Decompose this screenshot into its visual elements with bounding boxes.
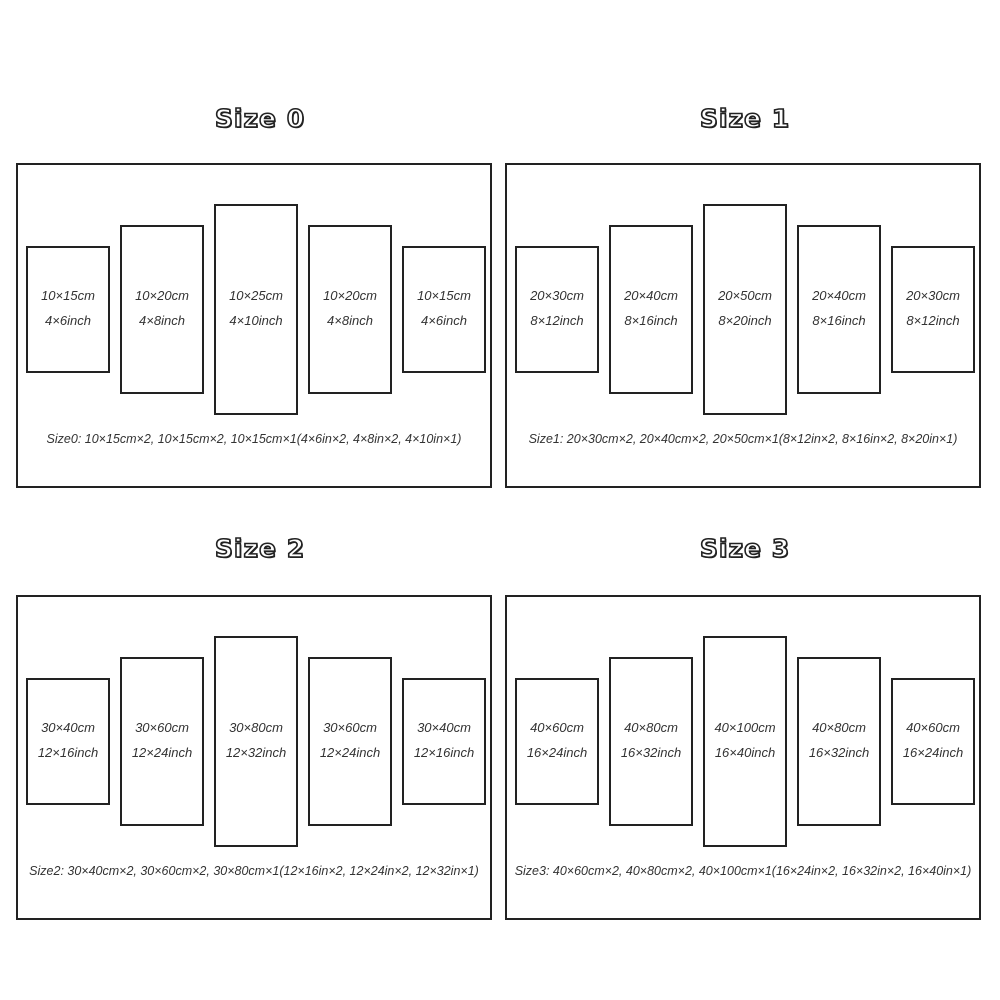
- size-0-panel-5: 10×15cm 4×6inch: [402, 246, 486, 373]
- panel-cm-label: 40×80cm: [812, 720, 866, 735]
- panel-cm-label: 30×60cm: [323, 720, 377, 735]
- size-2-panel-2: 30×60cm 12×24inch: [120, 657, 204, 826]
- panel-cm-label: 20×30cm: [906, 288, 960, 303]
- size-0-panel-4: 10×20cm 4×8inch: [308, 225, 392, 394]
- panel-inch-label: 4×6inch: [421, 313, 467, 328]
- size-1-panel-3: 20×50cm 8×20inch: [703, 204, 787, 415]
- size-3-panel-4: 40×80cm 16×32inch: [797, 657, 881, 826]
- size-1-panel-1: 20×30cm 8×12inch: [515, 246, 599, 373]
- panel-inch-label: 16×32inch: [808, 745, 870, 760]
- panel-inch-label: 16×32inch: [620, 745, 682, 760]
- size-0-box: 10×15cm 4×6inch 10×20cm 4×8inch 10×25cm …: [16, 163, 492, 488]
- panel-cm-label: 20×40cm: [624, 288, 678, 303]
- panel-inch-label: 12×16inch: [37, 745, 99, 760]
- panel-cm-label: 10×20cm: [135, 288, 189, 303]
- size-0-title: Size 0: [214, 103, 306, 134]
- size-2-panel-1: 30×40cm 12×16inch: [26, 678, 110, 805]
- size-1-panel-5: 20×30cm 8×12inch: [891, 246, 975, 373]
- panel-inch-label: 12×24inch: [319, 745, 381, 760]
- size-0-panel-2: 10×20cm 4×8inch: [120, 225, 204, 394]
- panel-inch-label: 8×16inch: [624, 313, 678, 328]
- size-1-caption: Size1: 20×30cm×2, 20×40cm×2, 20×50cm×1(8…: [528, 432, 958, 446]
- size-2-title: Size 2: [214, 533, 306, 564]
- size-3-panel-3: 40×100cm 16×40inch: [703, 636, 787, 847]
- panel-cm-label: 40×60cm: [530, 720, 584, 735]
- panel-cm-label: 10×15cm: [41, 288, 95, 303]
- panel-cm-label: 20×40cm: [812, 288, 866, 303]
- size-2-box: 30×40cm 12×16inch 30×60cm 12×24inch 30×8…: [16, 595, 492, 920]
- panel-cm-label: 30×60cm: [135, 720, 189, 735]
- panel-cm-label: 40×100cm: [714, 720, 776, 735]
- panel-cm-label: 10×15cm: [417, 288, 471, 303]
- size-3-box: 40×60cm 16×24inch 40×80cm 16×32inch 40×1…: [505, 595, 981, 920]
- panel-cm-label: 40×60cm: [906, 720, 960, 735]
- size-0-caption: Size0: 10×15cm×2, 10×15cm×2, 10×15cm×1(4…: [46, 432, 462, 446]
- size-3-panel-5: 40×60cm 16×24inch: [891, 678, 975, 805]
- size-0-panel-1: 10×15cm 4×6inch: [26, 246, 110, 373]
- panel-inch-label: 16×40inch: [714, 745, 776, 760]
- size-3-caption: Size3: 40×60cm×2, 40×80cm×2, 40×100cm×1(…: [514, 864, 972, 878]
- size-1-box: 20×30cm 8×12inch 20×40cm 8×16inch 20×50c…: [505, 163, 981, 488]
- size-3-title: Size 3: [699, 533, 791, 564]
- panel-inch-label: 8×16inch: [812, 313, 866, 328]
- size-0-panel-3: 10×25cm 4×10inch: [214, 204, 298, 415]
- size-1-panel-2: 20×40cm 8×16inch: [609, 225, 693, 394]
- panel-inch-label: 8×12inch: [530, 313, 584, 328]
- size-3-panel-1: 40×60cm 16×24inch: [515, 678, 599, 805]
- panel-cm-label: 30×40cm: [417, 720, 471, 735]
- panel-inch-label: 16×24inch: [902, 745, 964, 760]
- panel-inch-label: 12×16inch: [413, 745, 475, 760]
- size-1-panel-4: 20×40cm 8×16inch: [797, 225, 881, 394]
- size-2-caption: Size2: 30×40cm×2, 30×60cm×2, 30×80cm×1(1…: [29, 864, 479, 878]
- panel-inch-label: 4×10inch: [229, 313, 283, 328]
- size-3-panel-2: 40×80cm 16×32inch: [609, 657, 693, 826]
- panel-inch-label: 12×32inch: [225, 745, 287, 760]
- size-1-title: Size 1: [699, 103, 791, 134]
- panel-inch-label: 4×8inch: [327, 313, 373, 328]
- panel-cm-label: 10×25cm: [229, 288, 283, 303]
- panel-inch-label: 8×12inch: [906, 313, 960, 328]
- panel-cm-label: 20×50cm: [718, 288, 772, 303]
- panel-cm-label: 30×80cm: [229, 720, 283, 735]
- panel-cm-label: 20×30cm: [530, 288, 584, 303]
- panel-inch-label: 4×6inch: [45, 313, 91, 328]
- panel-inch-label: 12×24inch: [131, 745, 193, 760]
- panel-cm-label: 30×40cm: [41, 720, 95, 735]
- size-2-panel-5: 30×40cm 12×16inch: [402, 678, 486, 805]
- size-2-panel-4: 30×60cm 12×24inch: [308, 657, 392, 826]
- panel-cm-label: 10×20cm: [323, 288, 377, 303]
- panel-inch-label: 8×20inch: [718, 313, 772, 328]
- panel-inch-label: 16×24inch: [526, 745, 588, 760]
- panel-inch-label: 4×8inch: [139, 313, 185, 328]
- size-2-panel-3: 30×80cm 12×32inch: [214, 636, 298, 847]
- panel-cm-label: 40×80cm: [624, 720, 678, 735]
